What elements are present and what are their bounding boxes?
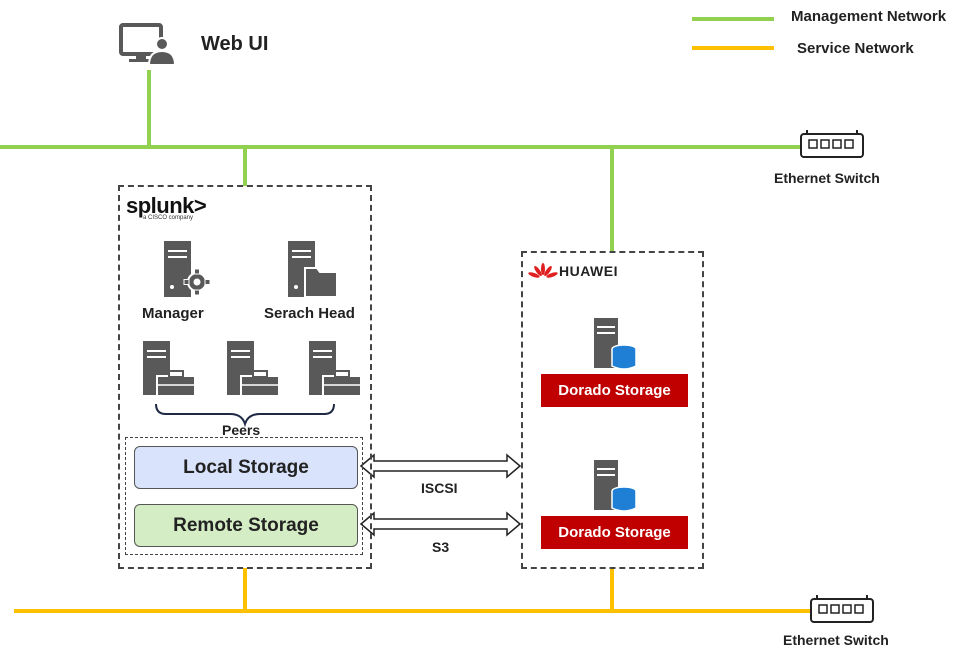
dorado-storage-1-label: Dorado Storage [541, 374, 688, 407]
ethernet-switch-icon [810, 595, 874, 623]
splunk-logo: splunk> [126, 193, 207, 218]
monitor-user-icon [119, 23, 177, 66]
ethernet-switch-bottom-label: Ethernet Switch [783, 632, 889, 648]
ethernet-switch-top-label: Ethernet Switch [774, 170, 880, 186]
ethernet-switch-icon [800, 130, 864, 158]
s3-label: S3 [432, 539, 450, 555]
huawei-storage-box [521, 251, 704, 569]
iscsi-double-arrow [359, 453, 522, 479]
peer-server-icon [309, 341, 362, 397]
iscsi-label: ISCSI [421, 480, 458, 496]
storage-server-db-icon [594, 318, 637, 370]
s3-double-arrow [359, 511, 522, 537]
legend-service-label: Service Network [797, 40, 914, 57]
peers-label: Peers [222, 422, 261, 438]
splunk-cluster-box [118, 185, 372, 569]
dorado-storage-2-label: Dorado Storage [541, 516, 688, 549]
huawei-logo-icon [528, 263, 558, 278]
search-head-label: Serach Head [264, 305, 355, 322]
manager-label: Manager [142, 305, 204, 322]
peer-server-icon [143, 341, 196, 397]
local-storage-box: Local Storage [134, 446, 358, 489]
server-gear-icon [164, 241, 211, 297]
management-network [0, 70, 800, 251]
service-network [14, 568, 810, 613]
server-folder-icon [288, 241, 338, 298]
storage-server-db-icon [594, 460, 637, 512]
remote-storage-box: Remote Storage [134, 504, 358, 547]
huawei-logo-text: HUAWEI [559, 263, 618, 279]
legend-management-label: Management Network [791, 8, 947, 25]
splunk-logo-sub: a CISCO company [143, 215, 194, 221]
peer-server-icon [227, 341, 280, 397]
peers-brace [155, 403, 335, 428]
storage-group-box [125, 437, 363, 555]
web-ui-label: Web UI [201, 33, 269, 55]
